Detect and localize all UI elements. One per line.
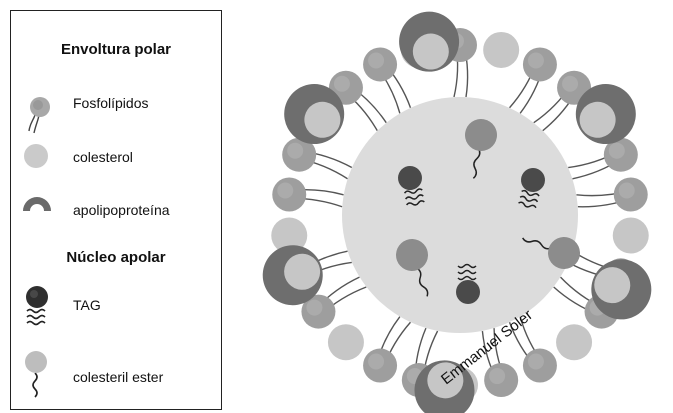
phospholipid-highlight (609, 143, 625, 159)
phospholipid-highlight (368, 52, 384, 68)
phospholipid-highlight (277, 183, 293, 199)
phospholipid-highlight (528, 354, 544, 370)
phospholipid-highlight (489, 368, 505, 384)
phospholipid-highlight (334, 76, 350, 92)
phospholipid-highlight (562, 76, 578, 92)
phospholipid-highlight (368, 354, 384, 370)
phospholipid-highlight (619, 183, 635, 199)
cholesterol-molecule (613, 217, 649, 253)
cholesterol-molecule (483, 32, 519, 68)
phospholipid-highlight (287, 143, 303, 159)
phospholipid-highlight (528, 52, 544, 68)
phospholipid-highlight (306, 300, 322, 316)
cholesterol-molecule (328, 324, 364, 360)
apolipoprotein (394, 7, 464, 77)
cholesterol-molecule (556, 324, 592, 360)
